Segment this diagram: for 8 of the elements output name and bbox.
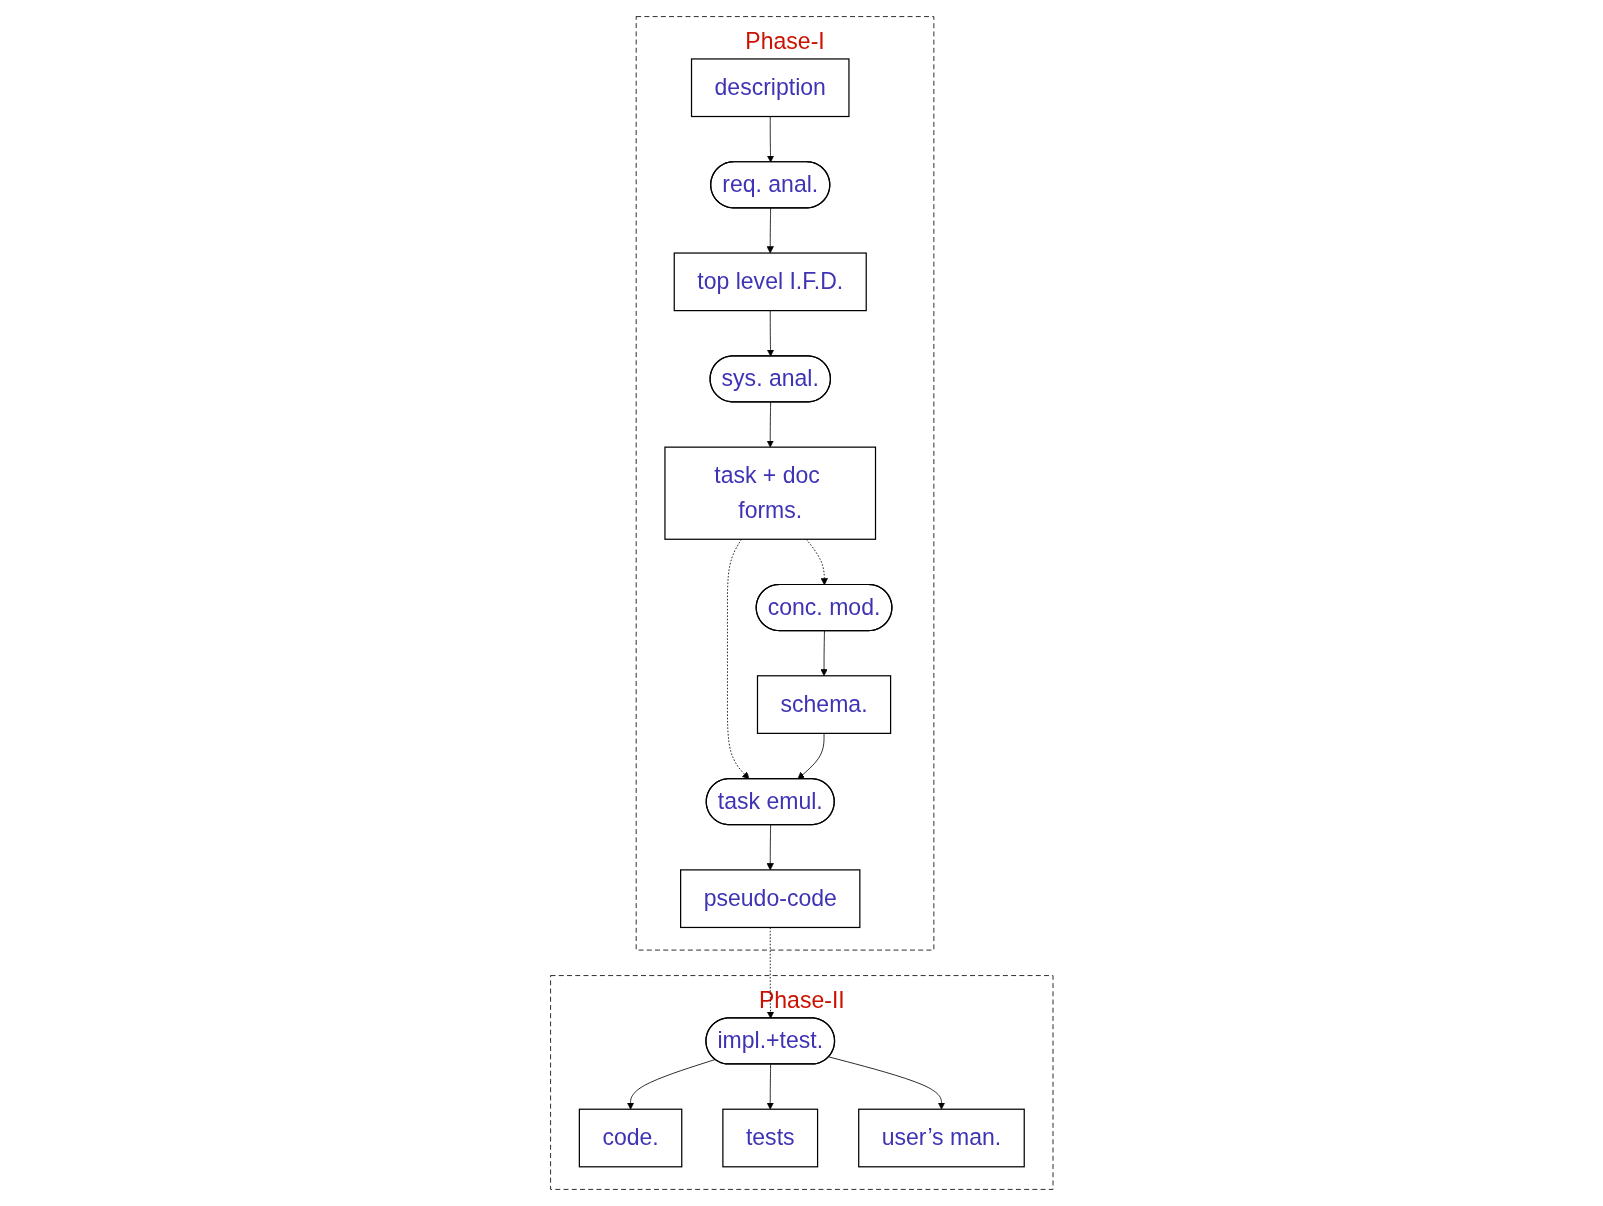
node-box: description bbox=[690, 58, 850, 118]
node-box: user’s man. bbox=[857, 1108, 1025, 1168]
node-box: pseudo-code bbox=[679, 869, 861, 929]
node-box: top level I.F.D. bbox=[673, 252, 867, 312]
node-box: task + doc forms. bbox=[664, 446, 876, 540]
node-box: tests bbox=[721, 1108, 818, 1168]
node-box: code. bbox=[578, 1108, 683, 1168]
node-box: schema. bbox=[756, 675, 891, 734]
